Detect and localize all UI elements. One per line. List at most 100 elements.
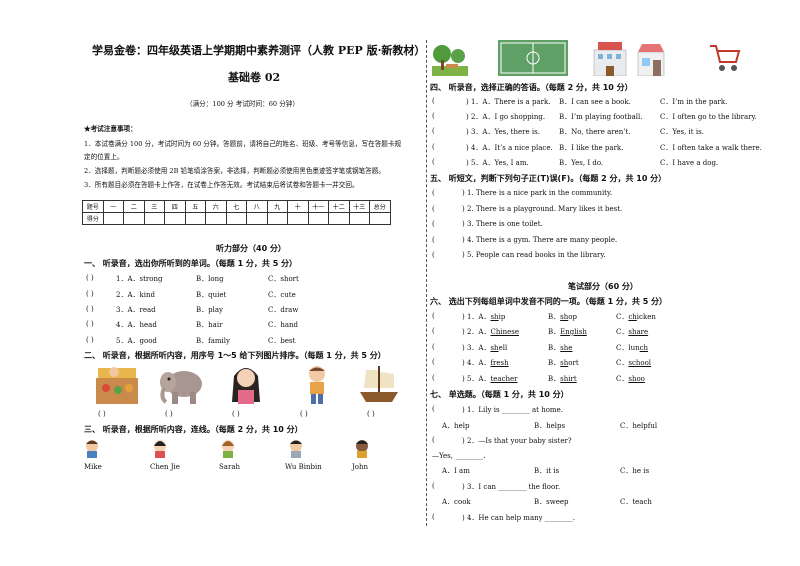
score-cell[interactable] xyxy=(348,212,370,225)
score-cell[interactable] xyxy=(246,212,268,225)
section-3-title: 三、 听录音，根据所听内容，连线。（每题 2 分，共 10 分） xyxy=(84,425,303,434)
option-a-label: ) 4．A． xyxy=(462,359,491,367)
score-cell[interactable] xyxy=(123,212,145,225)
s7-q1-option-c: C．helpful xyxy=(620,422,658,430)
answer-bracket[interactable]: ( xyxy=(432,143,435,151)
option-a-focus: Chinese xyxy=(490,328,519,336)
score-row-label: 得分 xyxy=(82,212,104,225)
score-header-cell: 十 xyxy=(287,200,309,213)
score-table: 题号 一 二 三 四 五 六 七 八 九 十 十一 十二 十三 总分 得分 xyxy=(82,200,391,225)
score-header-cell: 一 xyxy=(102,200,124,213)
answer-bracket[interactable]: ( xyxy=(432,513,435,521)
answer-bracket[interactable]: ( xyxy=(432,205,435,213)
picture-4-bracket[interactable]: ( ) xyxy=(300,410,308,418)
picture-5-bracket[interactable]: ( ) xyxy=(367,410,375,418)
section-1-title: 一、 听录音，选出你所听到的单词。（每题 1 分，共 5 分） xyxy=(84,259,298,268)
s7-q4-text: ) 4．He can help many ________. xyxy=(462,514,576,522)
answer-bracket[interactable]: ( ) xyxy=(86,274,94,282)
answer-bracket[interactable]: ( xyxy=(432,343,435,351)
option-b-label: B． xyxy=(548,359,561,367)
option-c-focus: shoo xyxy=(628,375,645,383)
score-header-cell: 十一 xyxy=(307,200,329,213)
option-a-rest: ip xyxy=(498,313,506,321)
score-cell[interactable] xyxy=(307,212,329,225)
statement-text: ) 2. There is a playground. Mary likes i… xyxy=(462,205,623,213)
s7-q3-text: ) 3．I can ________ the floor. xyxy=(462,483,561,491)
answer-bracket[interactable]: ( ) xyxy=(86,305,94,313)
score-header-cell: 七 xyxy=(225,200,247,213)
option-b-focus: sh xyxy=(560,359,569,367)
option-c: C．hand xyxy=(268,321,299,329)
section-4-title: 四、 听录音，选择正确的答语。（每题 2 分，共 10 分） xyxy=(430,83,633,92)
section-6-title: 六、 选出下列每组单词中发音不同的一项。（每题 1 分，共 5 分） xyxy=(430,297,668,306)
option-b-label: B． xyxy=(548,344,561,352)
s7-q2-answer-line: —Yes, ________. xyxy=(432,452,486,460)
score-cell[interactable] xyxy=(102,212,124,225)
score-header-cell: 十三 xyxy=(348,200,370,213)
option-b-focus: sh xyxy=(560,313,569,321)
score-cell[interactable] xyxy=(164,212,186,225)
answer-bracket[interactable]: ( xyxy=(432,327,435,335)
answer-bracket[interactable]: ( ) xyxy=(86,320,94,328)
s7-q3-option-a: A．cook xyxy=(442,498,471,506)
answer-bracket[interactable]: ( xyxy=(432,236,435,244)
girl-picture xyxy=(232,368,260,404)
exam-subtitle: 基础卷 02 xyxy=(228,71,281,84)
score-cell[interactable] xyxy=(143,212,165,225)
option-a: ) 2．A．I go shopping. xyxy=(466,113,546,121)
score-table-score-row: 得分 xyxy=(82,212,391,225)
exam-title: 学易金卷：四年级英语上学期期中素养测评（人教 PEP 版·新教材） xyxy=(92,44,426,57)
statement-text: ) 4. There is a gym. There are many peop… xyxy=(462,236,618,244)
option-a: ) 2．A．Chinese xyxy=(462,327,519,337)
option-a: ) 3．A．Yes, there is. xyxy=(466,128,540,136)
option-a-focus: sh xyxy=(490,344,499,352)
option-c-focus: ch xyxy=(639,344,649,352)
score-header-cell: 十二 xyxy=(328,200,350,213)
option-c: C．draw xyxy=(268,306,299,314)
answer-bracket[interactable]: ( ) xyxy=(86,290,94,298)
option-a: 1．A．strong xyxy=(116,275,163,283)
option-a: ) 3．A．shell xyxy=(462,343,507,353)
answer-bracket[interactable]: ( xyxy=(432,158,435,166)
s7-q1-option-b: B．helps xyxy=(534,422,566,430)
answer-bracket[interactable]: ( xyxy=(432,358,435,366)
name-john: John xyxy=(352,463,369,471)
picture-1-bracket[interactable]: ( ) xyxy=(98,410,106,418)
option-b-label: B． xyxy=(548,313,561,321)
john-avatar xyxy=(356,440,368,458)
option-b: B．short xyxy=(548,358,579,368)
answer-bracket[interactable]: ( xyxy=(432,436,435,444)
answer-bracket[interactable]: ( xyxy=(432,374,435,382)
score-cell[interactable] xyxy=(287,212,309,225)
answer-bracket[interactable]: ( xyxy=(432,97,435,105)
library-building-picture xyxy=(593,42,627,76)
answer-bracket[interactable]: ( ) xyxy=(86,336,94,344)
score-cell[interactable] xyxy=(205,212,227,225)
answer-bracket[interactable]: ( xyxy=(432,251,435,259)
answer-bracket[interactable]: ( xyxy=(432,312,435,320)
column-divider xyxy=(426,40,427,526)
option-b-label: B． xyxy=(548,375,561,383)
option-b: B．family xyxy=(196,337,230,345)
playground-picture xyxy=(498,40,568,76)
score-cell[interactable] xyxy=(225,212,247,225)
score-cell[interactable] xyxy=(369,212,391,225)
option-a: 4．A．head xyxy=(116,321,157,329)
answer-bracket[interactable]: ( xyxy=(432,127,435,135)
answer-bracket[interactable]: ( xyxy=(432,482,435,490)
picture-2-bracket[interactable]: ( ) xyxy=(165,410,173,418)
option-b-rest: ort xyxy=(568,359,579,367)
score-cell[interactable] xyxy=(328,212,350,225)
score-cell[interactable] xyxy=(184,212,206,225)
name-sarah: Sarah xyxy=(219,463,240,471)
option-c-focus: share xyxy=(628,328,649,336)
ship-picture xyxy=(360,366,398,402)
answer-bracket[interactable]: ( xyxy=(432,189,435,197)
option-b-focus: shirt xyxy=(560,375,577,383)
score-cell[interactable] xyxy=(266,212,288,225)
answer-bracket[interactable]: ( xyxy=(432,112,435,120)
answer-bracket[interactable]: ( xyxy=(432,220,435,228)
picture-3-bracket[interactable]: ( ) xyxy=(232,410,240,418)
answer-bracket[interactable]: ( xyxy=(432,405,435,413)
option-a: ) 4．A．fresh xyxy=(462,358,509,368)
